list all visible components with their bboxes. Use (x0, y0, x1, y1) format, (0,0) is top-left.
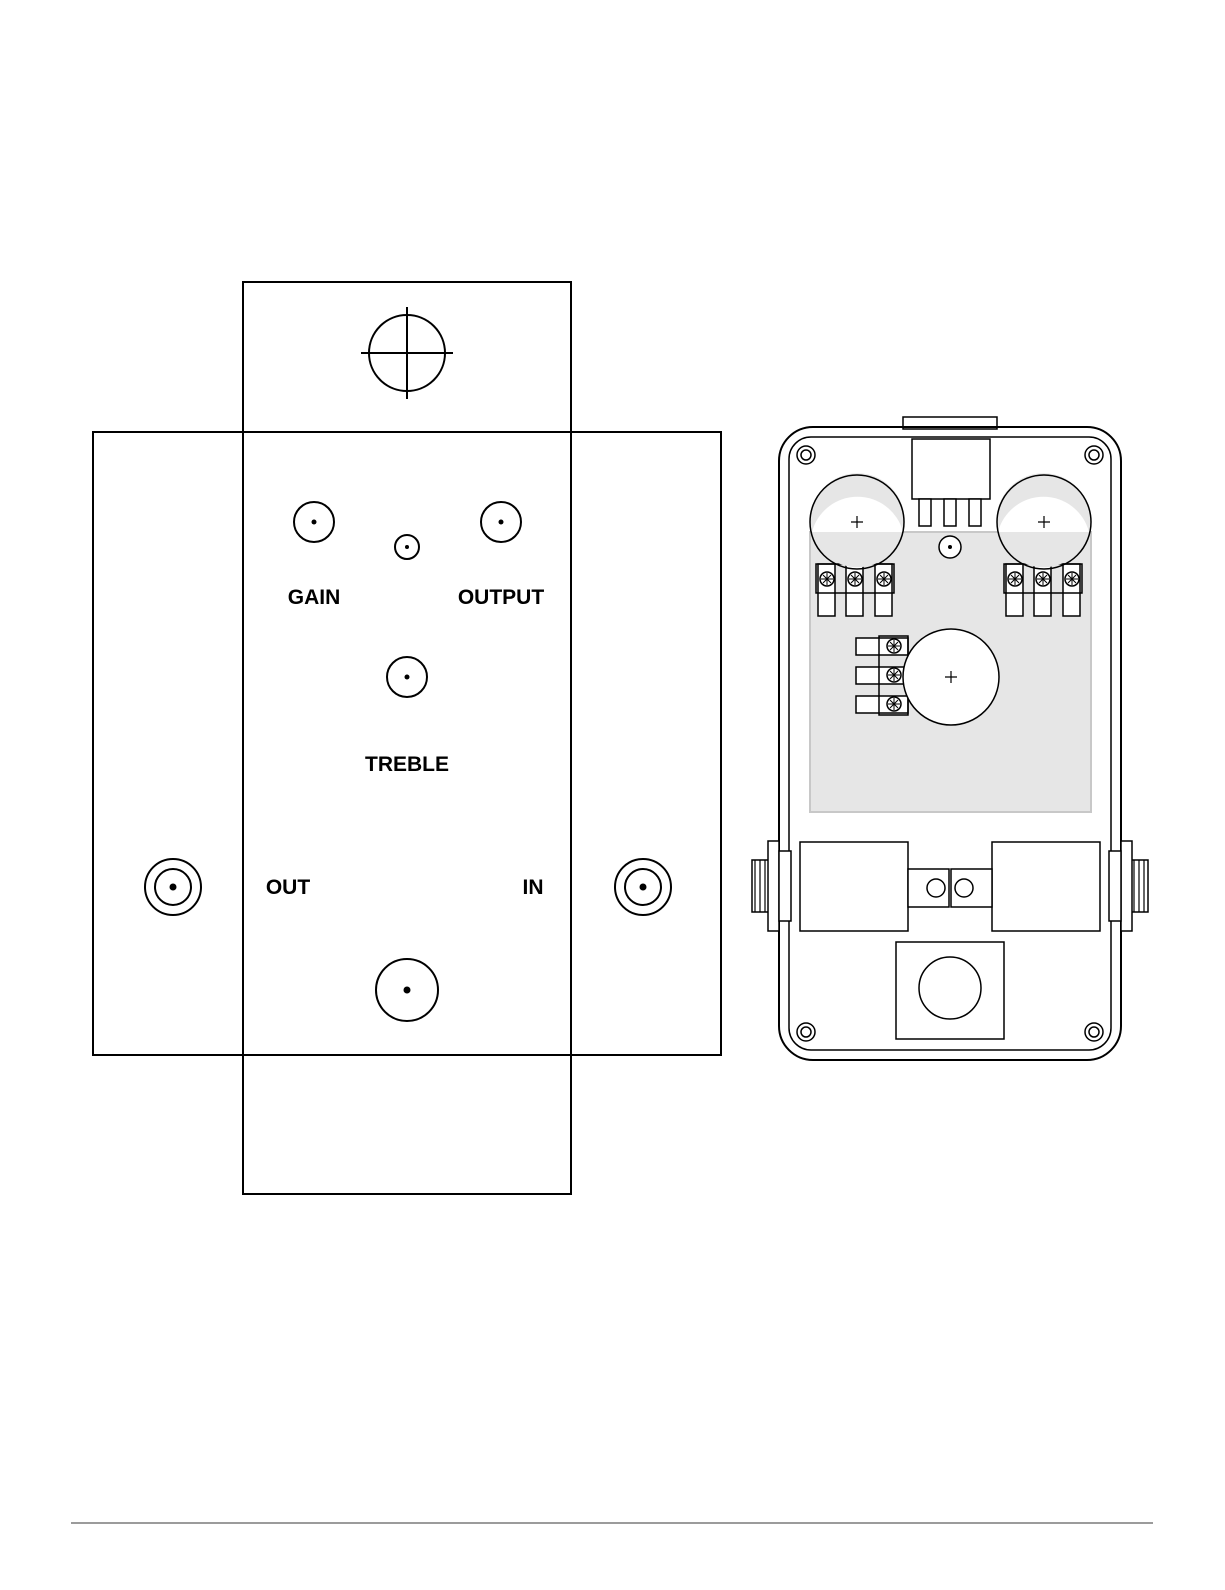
enclosure-layout (752, 417, 1148, 1060)
footswitch-hole (376, 959, 438, 1021)
footswitch-component (896, 942, 1004, 1039)
led-hole (395, 535, 419, 559)
treble-pot-hole (387, 657, 427, 697)
solder-screw-icon (1036, 572, 1050, 586)
out-label: OUT (266, 876, 311, 899)
gain-label: GAIN (288, 586, 341, 609)
dc-jack-body (912, 439, 990, 526)
corner-screw-icon (797, 446, 815, 464)
treble-label: TREBLE (365, 753, 449, 776)
in-jack-component (951, 841, 1148, 931)
solder-screw-icon (820, 572, 834, 586)
output-label: OUTPUT (458, 586, 545, 609)
solder-screw-icon (1065, 572, 1079, 586)
corner-screw-icon (1085, 446, 1103, 464)
in-jack-hole (615, 859, 671, 915)
drill-template: GAIN OUTPUT TREBLE OUT IN (93, 282, 721, 1194)
corner-screw-icon (797, 1023, 815, 1041)
solder-screw-icon (887, 639, 901, 653)
solder-screw-icon (887, 697, 901, 711)
solder-screw-icon (848, 572, 862, 586)
output-pot-component (997, 473, 1092, 616)
in-label: IN (523, 876, 544, 899)
out-jack-component (752, 841, 949, 931)
output-pot-hole (481, 502, 521, 542)
template-front-face (93, 432, 721, 1055)
gain-pot-hole (294, 502, 334, 542)
dc-jack-hole-marker (361, 307, 453, 399)
corner-screw-icon (1085, 1023, 1103, 1041)
out-jack-hole (145, 859, 201, 915)
template-center-strip (243, 282, 571, 1194)
gain-pot-component (810, 473, 905, 616)
solder-screw-icon (877, 572, 891, 586)
solder-screw-icon (1008, 572, 1022, 586)
solder-screw-icon (887, 668, 901, 682)
treble-pot-component (856, 629, 999, 725)
led-component (939, 536, 961, 558)
